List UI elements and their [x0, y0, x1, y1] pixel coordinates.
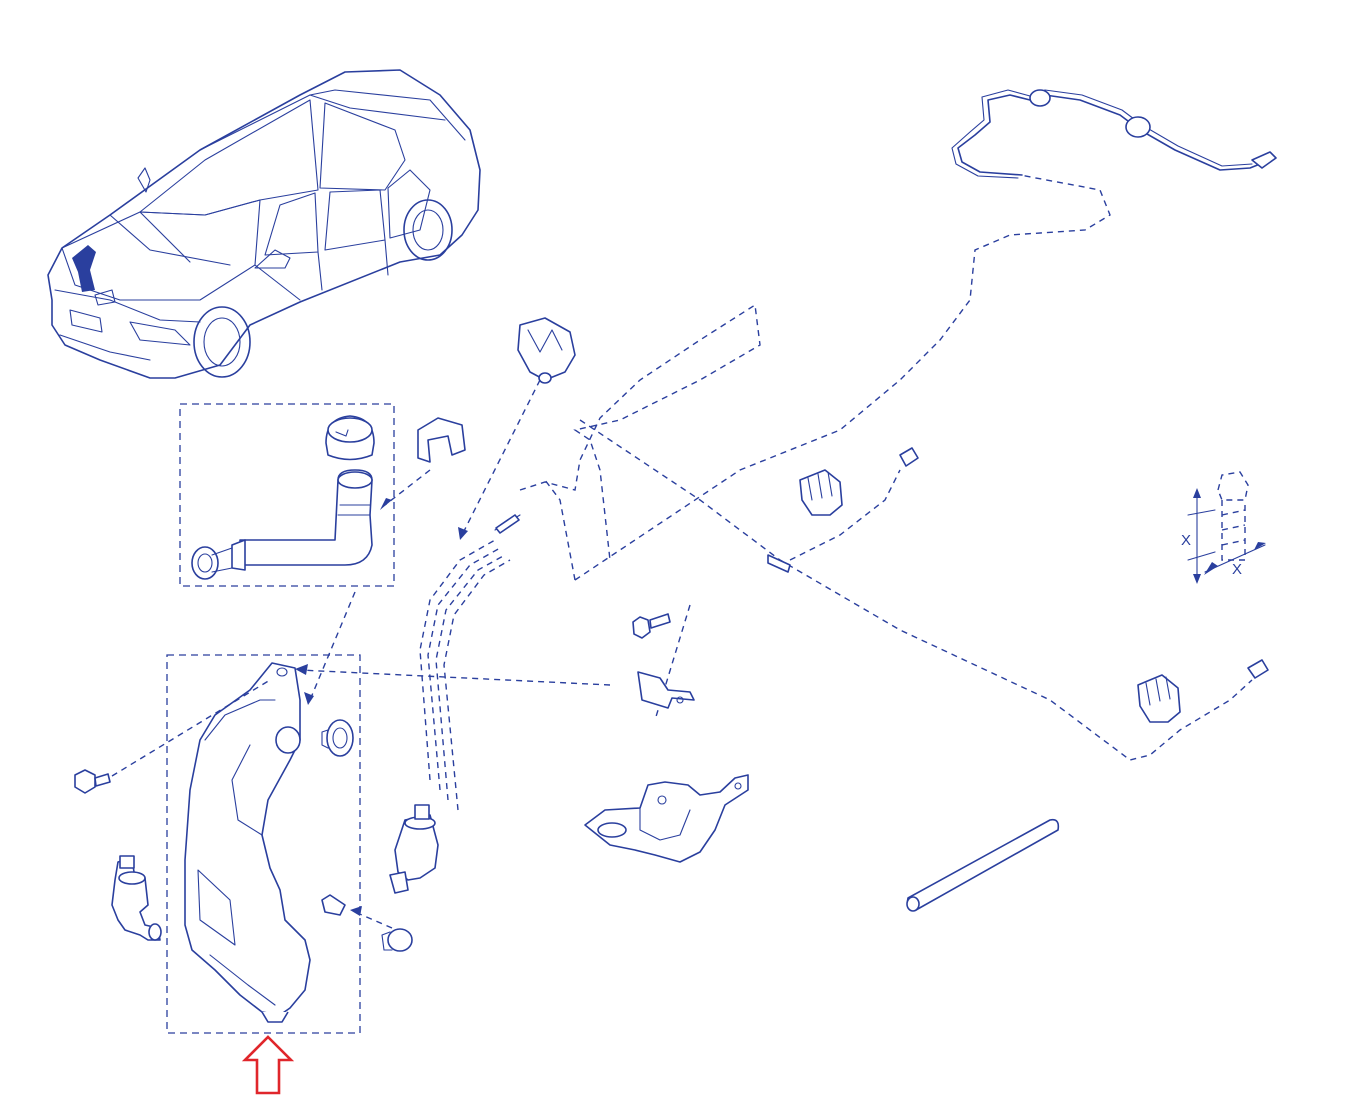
- hose-clip-top: [517, 317, 576, 384]
- washer-reservoir: [184, 662, 311, 1023]
- hose-section: [906, 818, 1060, 912]
- reservoir-bolt: [74, 769, 111, 794]
- washer-pump-right: [389, 804, 439, 894]
- highlight-arrow-icon: [241, 1035, 295, 1095]
- bolt-dimension-detail: X X: [1181, 471, 1266, 584]
- pump-grommet: [321, 719, 354, 757]
- level-sensor-plug: [321, 894, 413, 952]
- filler-neck-assembly: [191, 469, 373, 580]
- mounting-bracket: [637, 671, 695, 709]
- dimension-label-vertical: X: [1181, 532, 1191, 549]
- washer-pump-left: [111, 855, 162, 941]
- bracket-bolt: [632, 613, 671, 639]
- filler-neck-box: [179, 403, 395, 587]
- support-bracket: [584, 774, 749, 863]
- filler-cap: [325, 415, 375, 461]
- washer-nozzle-left: [789, 447, 919, 561]
- rear-washer-hose: [951, 89, 1277, 179]
- dimension-label-horizontal: X: [1232, 561, 1242, 578]
- washer-nozzle-right: [1137, 659, 1269, 723]
- reservoir-box: [166, 654, 361, 1034]
- filler-clip: [417, 417, 466, 463]
- vehicle-illustration: [47, 69, 481, 379]
